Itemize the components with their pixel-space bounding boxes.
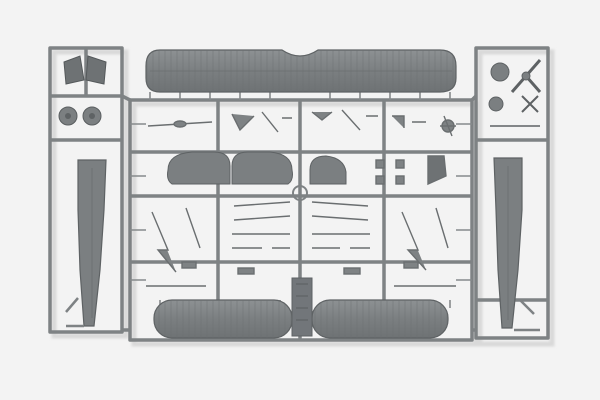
wing-center-section (291, 277, 313, 337)
wheel-parts (58, 106, 102, 126)
small-detail-parts (146, 109, 456, 287)
lower-wing-left (153, 299, 293, 339)
lower-wing-right (311, 299, 449, 339)
upper-wing (145, 49, 457, 93)
propeller-parts (488, 59, 542, 127)
horizontal-stabilizer-right (231, 151, 293, 185)
cowling-parts (63, 55, 107, 85)
rudder (309, 155, 347, 185)
horizontal-stabilizer-left (167, 151, 231, 185)
fuselage-right (493, 157, 540, 332)
fuselage-left (65, 159, 107, 328)
